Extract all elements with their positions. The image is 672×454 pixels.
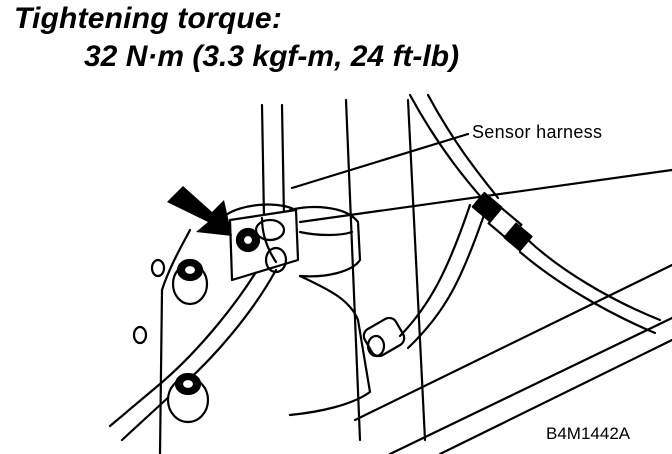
support-column <box>344 98 427 442</box>
arrow-icon <box>167 186 232 236</box>
stud-bolt-lower <box>166 372 210 424</box>
stud-bolt-upper <box>171 258 209 306</box>
torque-value: 32 N·m (3.3 kgf-m, 24 ft-lb) <box>84 40 460 73</box>
stud-bolt-side <box>132 258 166 345</box>
harness-grommet <box>362 316 406 358</box>
sensor-harness-label: Sensor harness <box>472 122 603 142</box>
bolt-icon <box>235 227 261 253</box>
harness-bracket <box>228 208 300 282</box>
hose-fitting <box>471 191 533 252</box>
torque-heading: Tightening torque: <box>14 2 283 35</box>
knuckle-housing <box>158 203 372 454</box>
harness-upper-cable <box>260 103 286 220</box>
callout-leader-line <box>290 132 470 190</box>
figure-code: B4M1442A <box>546 424 631 443</box>
